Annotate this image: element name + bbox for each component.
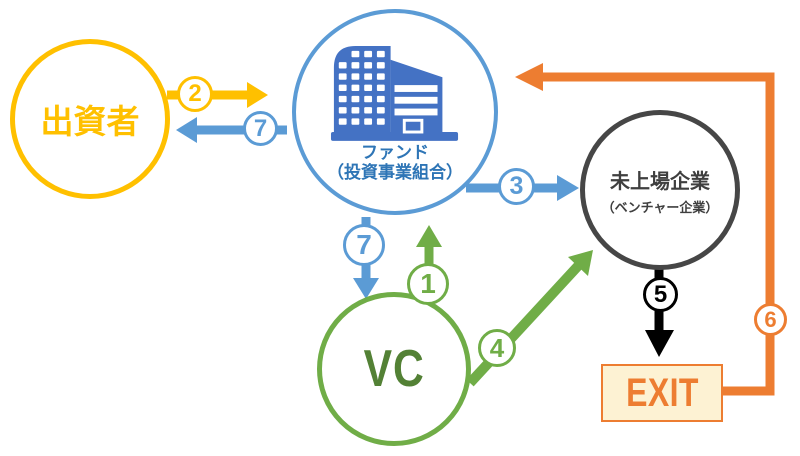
step-badge-4: 4 [478, 329, 516, 367]
ventures-label-line1: 未上場企業 [610, 170, 710, 193]
node-investors: 出資者 [10, 39, 170, 199]
step-badge-7-to-vc: 7 [343, 224, 385, 266]
step-badge-6: 6 [754, 303, 787, 336]
step-badge-2: 2 [177, 76, 213, 112]
fund-label-line2: （投資事業組合） [327, 163, 463, 183]
step-badge-7-to-investors: 7 [243, 111, 278, 146]
vc-label: VC [363, 340, 425, 398]
investors-label: 出資者 [40, 103, 140, 140]
exit-box: EXIT [601, 364, 723, 422]
office-building-icon [330, 46, 459, 141]
node-fund: ファンド （投資事業組合） [292, 9, 498, 215]
step-badge-5: 5 [643, 277, 678, 312]
ventures-label-line2: （ベンチャー企業） [601, 199, 719, 215]
fund-label-line1: ファンド [361, 143, 429, 162]
node-vc: VC [317, 292, 471, 446]
exit-label: EXIT [625, 370, 699, 415]
step-badge-3: 3 [498, 168, 535, 205]
arrow-step6 [515, 63, 775, 396]
node-ventures: 未上場企業 （ベンチャー企業） [580, 110, 740, 270]
step-badge-1: 1 [407, 263, 449, 305]
